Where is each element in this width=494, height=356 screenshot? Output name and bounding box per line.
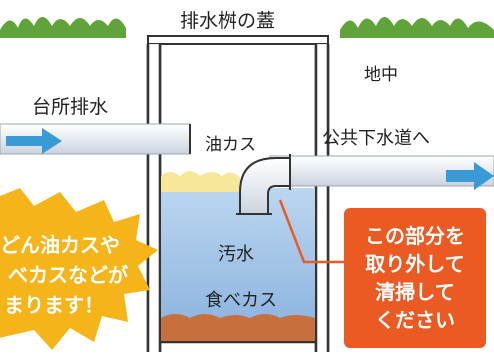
cover-label: 排水桝の蓋 — [180, 10, 276, 32]
kitchen-drain-label: 台所排水 — [32, 96, 109, 118]
cleaning-callout-box — [344, 208, 486, 348]
sewage-water — [161, 188, 315, 322]
burst-line: べカスなどが — [8, 263, 128, 287]
oil-scum — [161, 171, 240, 192]
inlet-arrow — [6, 128, 62, 154]
left-wall-fill — [148, 44, 160, 352]
burst-line: まります！ — [4, 293, 104, 317]
right-wall-fill — [316, 44, 328, 352]
callout-line: 取り外して — [365, 252, 465, 276]
grass-right — [340, 17, 494, 38]
food-sludge — [161, 314, 315, 341]
cleaning-callout-text: この部分を 取り外して 清掃して ください — [344, 222, 486, 334]
callout-pointer — [278, 199, 346, 264]
burst-line: どん油カスや — [0, 233, 120, 257]
outlet-arrow — [446, 162, 494, 190]
grass-left — [0, 17, 126, 38]
public-sewer-label: 公共下水道へ — [322, 128, 430, 149]
warning-burst — [0, 188, 158, 350]
basin-cover — [147, 35, 329, 45]
ground-label: 地中 — [364, 65, 398, 85]
food-scraps-label: 食べカス — [205, 290, 277, 311]
sewage-label: 汚水 — [218, 244, 254, 265]
burst-text: どん油カスや べカスなどが まります！ — [0, 230, 150, 320]
wall-lines — [146, 44, 330, 352]
callout-line: この部分を — [365, 224, 465, 248]
callout-line: 清掃して — [375, 280, 455, 304]
oil-scum-label: 油カス — [205, 135, 256, 155]
callout-line: ください — [375, 308, 455, 332]
